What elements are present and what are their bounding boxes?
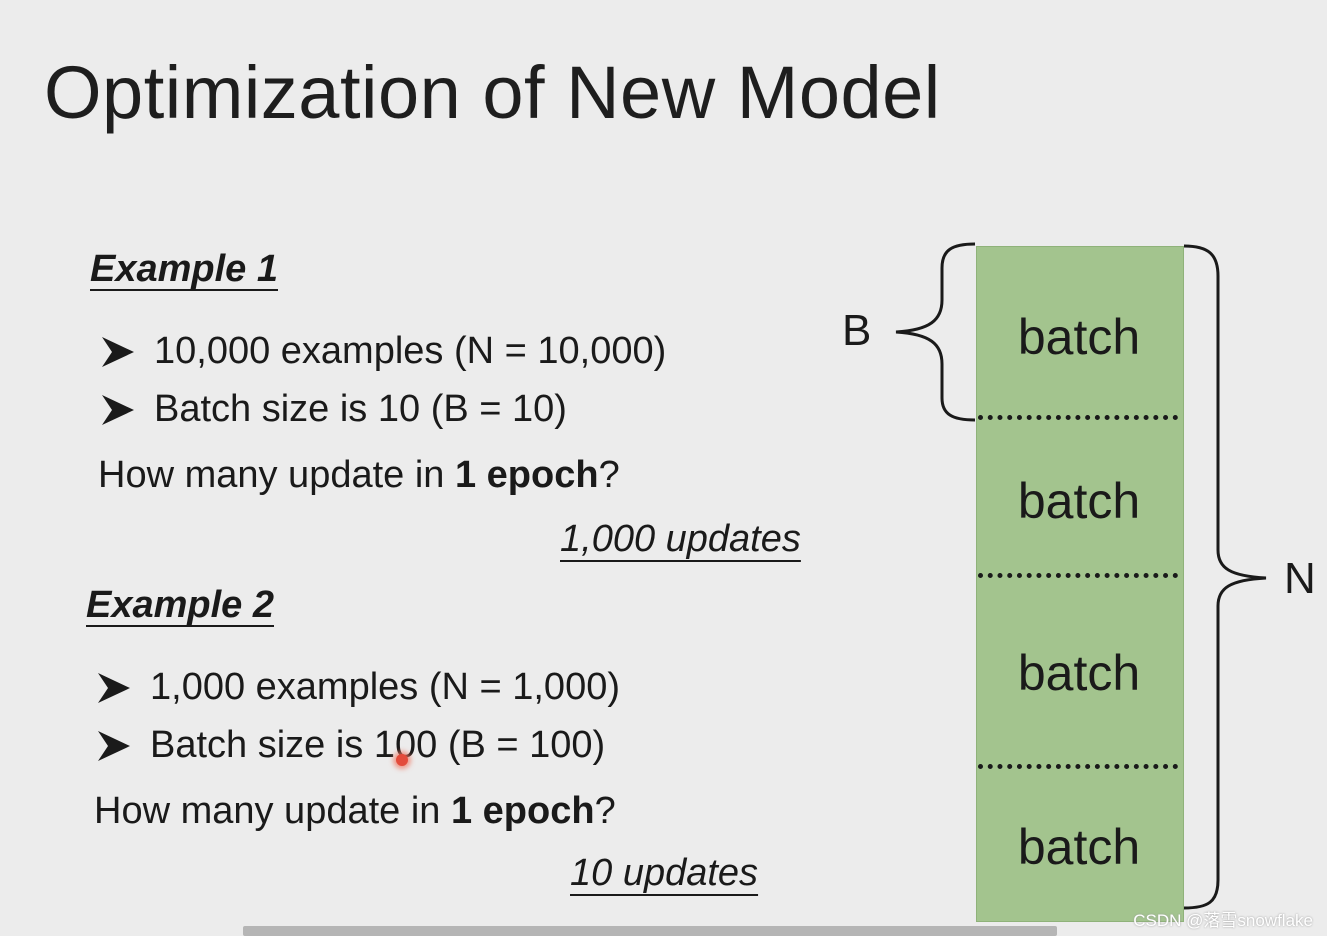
question-bold: 1 epoch [450,790,595,832]
example-2-answer: 10 updates [570,852,759,894]
example-2-bullet-2: Batch size is 100 (B = 100) [96,724,605,767]
example-1-bullet-1: 10,000 examples (N = 10,000) [100,330,666,373]
bullet-text: Batch size is 100 (B = 100) [150,724,606,766]
bullet-text: Batch size is 10 (B = 10) [154,388,567,430]
arrow-bullet-icon [98,730,130,761]
watermark: CSDN @落雪snowflake [1133,911,1313,930]
n-label: N [1284,554,1316,603]
arrow-bullet-icon [98,672,130,703]
b-brace [895,242,976,422]
batch-divider [978,573,1178,578]
question-prefix: How many update in [98,454,455,496]
laser-pointer [396,754,408,766]
question-prefix: How many update in [94,790,451,832]
n-brace [1183,244,1267,910]
batch-label: batch [1017,473,1141,529]
example-1-answer: 1,000 updates [560,518,801,560]
bullet-text: 10,000 examples (N = 10,000) [154,330,667,372]
example-1-heading: Example 1 [90,248,278,290]
question-bold: 1 epoch [454,454,599,496]
example-2-question: How many update in 1 epoch? [94,790,616,833]
example-2-heading: Example 2 [86,584,274,626]
batch-divider [978,764,1178,769]
arrow-bullet-icon [102,394,134,425]
batch-label: batch [1017,645,1141,701]
example-1-question: How many update in 1 epoch? [98,454,620,497]
example-1-bullet-2: Batch size is 10 (B = 10) [100,388,567,431]
question-suffix: ? [594,790,616,832]
bullet-text: 1,000 examples (N = 1,000) [150,666,620,708]
horizontal-scrollbar[interactable] [243,926,1057,936]
batch-label: batch [1017,309,1141,365]
batch-stack [976,246,1184,922]
b-label: B [842,306,872,355]
batch-divider [978,415,1178,420]
question-suffix: ? [598,454,620,496]
example-2-bullet-1: 1,000 examples (N = 1,000) [96,666,620,709]
batch-label: batch [1017,819,1141,875]
slide-title: Optimization of New Model [44,51,941,134]
arrow-bullet-icon [102,336,134,367]
